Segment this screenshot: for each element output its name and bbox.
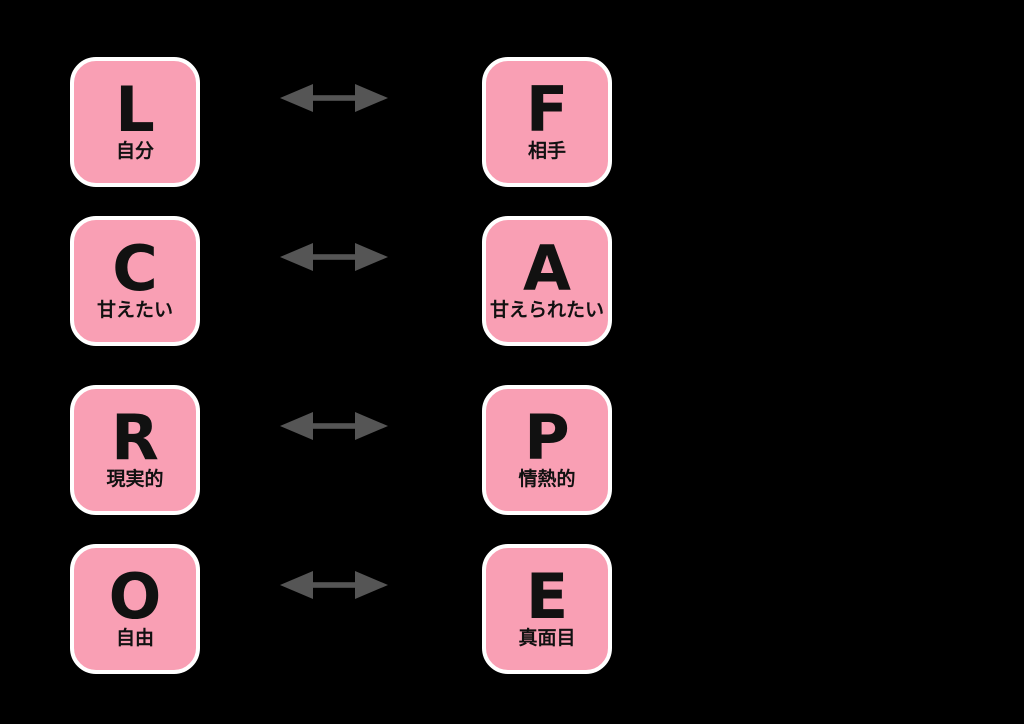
card-label: 自分 [115,140,154,163]
double-arrow-icon [280,84,388,112]
double-arrow-icon [280,243,388,271]
card-label: 相手 [527,140,566,163]
card-label: 甘えられたい [489,299,604,322]
card-letter: A [523,232,571,306]
double-arrow-icon [280,412,388,440]
card-letter: R [111,401,159,475]
card-letter: O [108,560,162,634]
double-arrow-icon [280,571,388,599]
card-letter: F [525,73,569,147]
card-letter: C [112,232,158,306]
card-label: 現実的 [106,468,164,491]
card-letter: L [115,73,155,147]
card-letter: E [525,560,569,634]
card-label: 情熱的 [518,468,576,491]
card-label: 自由 [115,627,154,650]
card-letter: P [524,401,570,475]
card-label: 真面目 [518,627,576,650]
card-label: 甘えたい [96,299,173,322]
